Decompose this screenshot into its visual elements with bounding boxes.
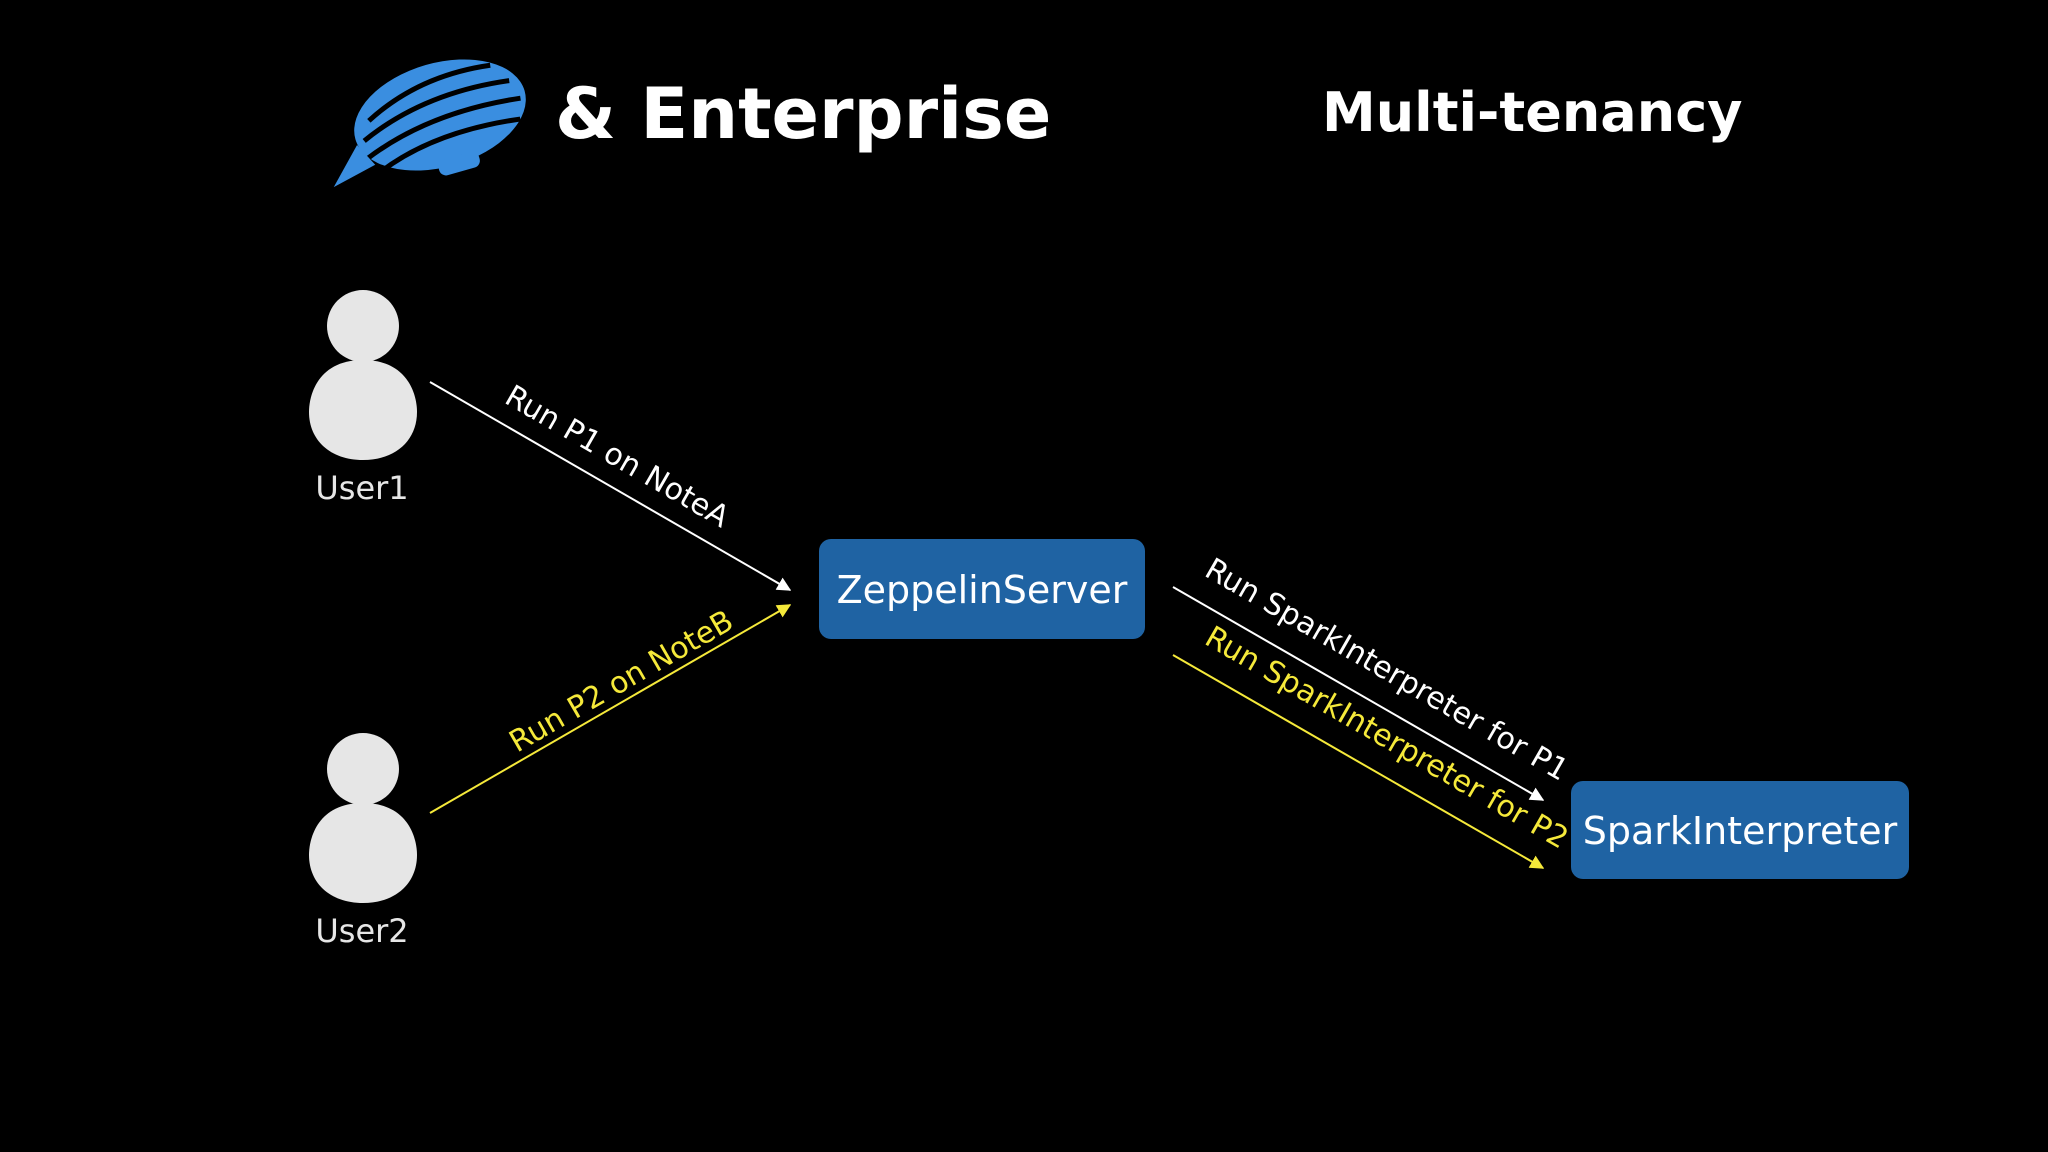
arrow-user2-to-server [429, 604, 792, 814]
header-subtitle: Multi-tenancy [1322, 81, 1742, 144]
user2-icon [309, 733, 417, 903]
arrow-server-to-interpreter-p2 [1172, 654, 1545, 869]
user1-icon [309, 290, 417, 460]
user1-label: User1 [315, 469, 408, 507]
arrow-server-to-interpreter-p1 [1172, 586, 1545, 801]
zeppelin-server-node: ZeppelinServer [819, 539, 1145, 639]
spark-interpreter-node: SparkInterpreter [1571, 781, 1909, 879]
arrow-user1-to-server [429, 381, 792, 591]
zeppelin-server-label: ZeppelinServer [837, 568, 1128, 612]
user2-label: User2 [315, 912, 408, 950]
zeppelin-blimp-icon [333, 59, 526, 188]
edge-label-user2: Run P2 on NoteB [504, 603, 740, 759]
spark-interpreter-label: SparkInterpreter [1583, 809, 1898, 853]
edge-label-user1: Run P1 on NoteA [499, 379, 735, 536]
header-title: & Enterprise [555, 73, 1051, 155]
